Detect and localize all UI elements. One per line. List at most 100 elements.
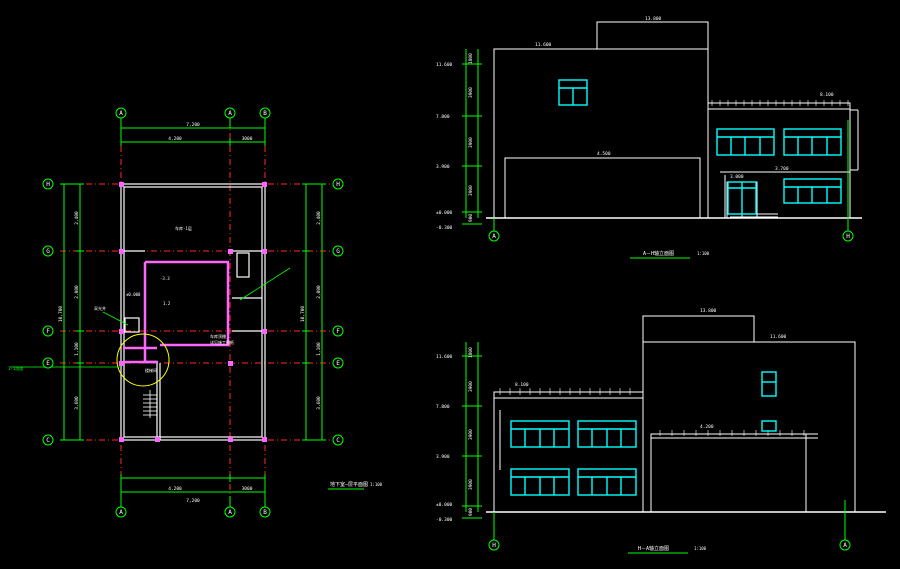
dim-bottom-part-1: 4,200 (168, 486, 182, 492)
elev-top-axis-1: A (492, 233, 496, 240)
elev-bottom-level-5: -0.300 (436, 517, 453, 523)
axis-left-5: C (46, 437, 50, 444)
elev-bottom-railing (499, 388, 805, 436)
dim-right-total: 10,700 (300, 306, 306, 323)
elev-top-level-3: 3.900 (436, 164, 450, 170)
elev-bottom-roof-1: 13.800 (700, 308, 717, 314)
elev-bottom-level-4: ±0.000 (436, 502, 453, 508)
axis-bottom-3: B (263, 509, 267, 516)
elev-top-title: A－H轴立面图 (643, 250, 674, 257)
elev-bottom-dim-2: 3900 (468, 381, 474, 392)
axis-top-3: B (263, 110, 267, 117)
plan-walls (120, 183, 266, 441)
room-label-garage: 车库-1层 (175, 225, 192, 231)
elev-bottom-level-1: 11.600 (436, 354, 453, 360)
annotation-roof: 车库顶棚 (210, 333, 226, 339)
elev-bottom-roof-2: 11.600 (770, 334, 787, 340)
plan-grid-axes (60, 120, 340, 510)
axis-top-1: A (119, 110, 123, 117)
annotation-note: 详见施工图纸 (210, 339, 234, 345)
elevation-top: 11.600 7.800 3.900 ±0.000 -0.300 1800 39… (436, 16, 862, 259)
stair-symbol (143, 390, 157, 418)
elev-bottom-axis-2: A (843, 542, 847, 549)
dim-left-part-4: 3,600 (74, 396, 80, 410)
elev-top-dim-5: 900 (468, 214, 474, 222)
elev-top-axis-2: H (846, 233, 850, 240)
dim-left-total: 10,700 (58, 306, 64, 323)
section-marker-left: 1-1剖面 (8, 365, 23, 371)
axis-bottom-2: A (228, 509, 232, 516)
elev-bottom-windows (510, 371, 777, 496)
axis-left-1: H (46, 181, 50, 188)
dim-right-part-1: 2,400 (316, 211, 322, 225)
plan-dimensions (60, 110, 326, 510)
elev-bottom-scale: 1:100 (694, 546, 707, 551)
elev-top-windows (558, 79, 842, 215)
elev-top-dim-3: 3900 (468, 137, 474, 148)
elev-bottom-dim-1: 1800 (468, 347, 474, 358)
annotation-lightwell: 采光井 (94, 305, 106, 311)
elev-top-level-5: -0.300 (436, 225, 453, 231)
elev-bottom-axis-bubbles (488, 539, 851, 551)
dim-right-part-2: 2,000 (316, 285, 322, 299)
room-label-3: ±0.000 (126, 292, 141, 297)
axis-top-2: A (228, 110, 232, 117)
elev-bottom-roof-3: 8.100 (515, 382, 529, 388)
elev-top-roof-2: 11.600 (535, 42, 552, 48)
elev-top-axis-bubbles (488, 230, 854, 242)
plan-axis-bubbles (42, 107, 344, 518)
axis-right-1: H (336, 181, 340, 188)
axis-right-4: E (336, 360, 340, 367)
plan-title: 地下室—层平面图 (330, 481, 368, 488)
axis-left-3: F (46, 328, 50, 335)
elev-bottom-outline (493, 315, 856, 513)
plan-scale: 1:100 (370, 482, 383, 487)
dim-top-part-2: 3000 (242, 136, 253, 142)
floor-plan: A A B A A B H G F E C H G F E C 7,200 4,… (8, 107, 383, 518)
elev-top-roof-4: 4.500 (597, 151, 611, 157)
plan-leaders (10, 267, 291, 368)
elev-top-dim-1: 1800 (468, 53, 474, 64)
axis-left-4: E (46, 360, 50, 367)
elev-top-roof-6: 3.000 (730, 174, 744, 180)
plan-columns (119, 182, 267, 442)
elev-top-railing (711, 100, 849, 106)
elev-bottom-dim-3: 3900 (468, 429, 474, 440)
axis-bottom-1: A (119, 509, 123, 516)
elevation-bottom: 11.600 7.800 3.900 ±0.000 -0.300 1800 39… (436, 308, 886, 554)
annotation-stair: 楼梯间 (145, 367, 157, 373)
dim-left-part-1: 2,400 (74, 211, 80, 225)
elev-bottom-level-2: 7.800 (436, 404, 450, 410)
elev-top-roof-5: 3.700 (775, 166, 789, 172)
axis-right-2: G (336, 248, 340, 255)
detail-circle (116, 333, 170, 387)
dim-right-part-3: 1,100 (316, 342, 322, 356)
elev-top-dim-2: 3900 (468, 87, 474, 98)
dim-bottom-total: 7,200 (186, 498, 200, 504)
dim-top-part-1: 4,200 (168, 136, 182, 142)
axis-right-5: C (336, 437, 340, 444)
elev-bottom-title: H－A轴立面图 (638, 545, 669, 552)
elev-bottom-roof-4: 4.200 (700, 424, 714, 430)
room-label-2: 1.2 (163, 301, 171, 306)
dim-right-part-4: 3,600 (316, 396, 322, 410)
elev-top-dim-4: 3900 (468, 185, 474, 196)
elev-top-scale: 1:100 (697, 251, 710, 256)
axis-left-2: G (46, 248, 50, 255)
elev-top-roof-3: 8.100 (820, 92, 834, 98)
elev-top-level-lines (462, 49, 849, 236)
dim-left-part-3: 1,100 (74, 342, 80, 356)
elev-top-roof-1: 13.800 (645, 16, 662, 22)
elev-bottom-dim-4: 3900 (468, 479, 474, 490)
plan-axis-labels: A A B A A B H G F E C H G F E C (46, 110, 340, 516)
elev-bottom-level-lines (462, 342, 846, 545)
elev-bottom-level-3: 3.900 (436, 454, 450, 460)
dim-bottom-part-2: 3000 (242, 486, 253, 492)
elev-top-outline (493, 21, 859, 219)
dim-left-part-2: 2,000 (74, 285, 80, 299)
inner-room (123, 260, 230, 364)
room-label-level: -3.3 (160, 276, 170, 281)
elev-top-level-1: 11.600 (436, 62, 453, 68)
dim-top-total: 7,200 (186, 122, 200, 128)
